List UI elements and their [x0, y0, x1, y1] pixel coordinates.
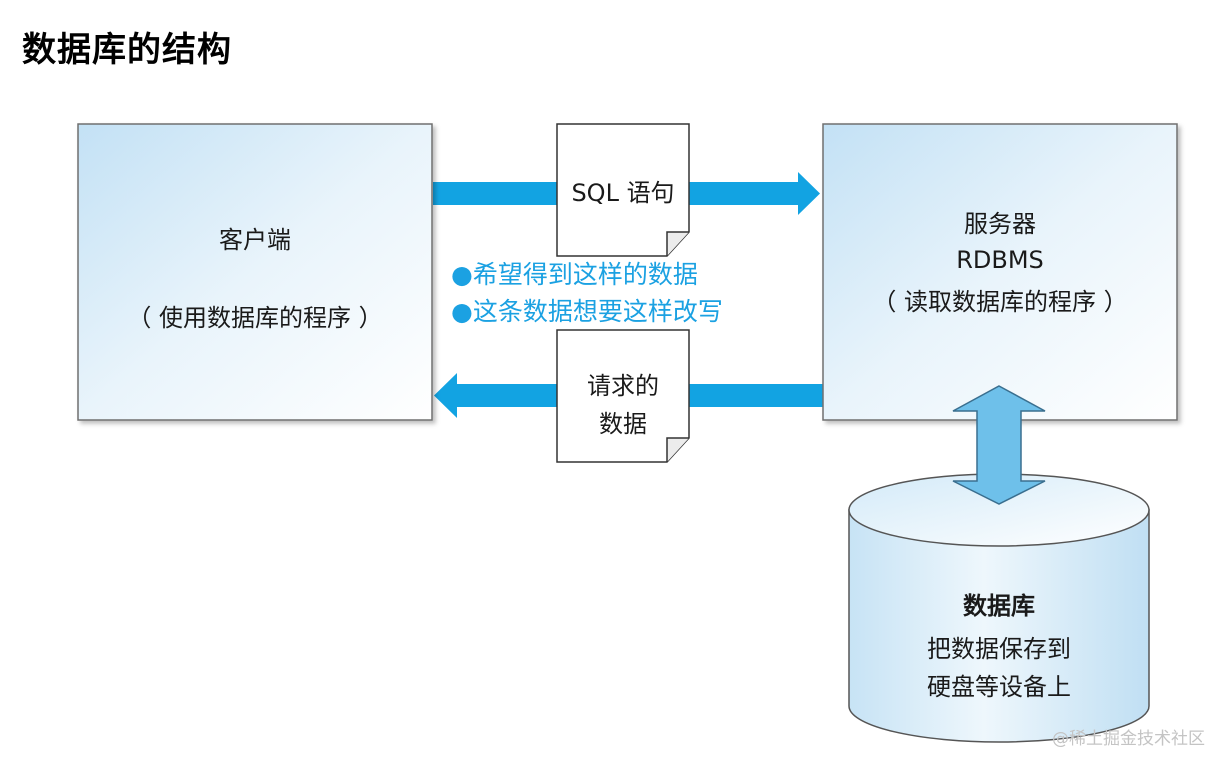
watermark: @稀土掘金技术社区 [1052, 729, 1205, 749]
response-document: 请求的 数据 [556, 329, 690, 463]
sql-document-label: SQL 语句 [571, 179, 674, 207]
response-document-line1: 请求的 [587, 372, 659, 400]
database-line1: 把数据保存到 [927, 635, 1071, 663]
server-sublabel: （ 读取数据库的程序 ） [872, 288, 1127, 316]
server-box: 服务器 RDBMS （ 读取数据库的程序 ） [822, 123, 1178, 421]
server-label: 服务器 [964, 210, 1036, 238]
client-label: 客户端 [219, 226, 291, 254]
sql-document: SQL 语句 [556, 123, 690, 257]
server-database-arrow [952, 385, 1046, 505]
note-item: ●这条数据想要这样改写 [451, 297, 723, 326]
client-box: 客户端 （ 使用数据库的程序 ） [77, 123, 433, 421]
response-document-line2: 数据 [599, 410, 647, 438]
page-title: 数据库的结构 [22, 30, 232, 70]
database-label: 数据库 [963, 592, 1035, 620]
database-line2: 硬盘等设备上 [927, 673, 1071, 701]
client-sublabel: （ 使用数据库的程序 ） [127, 304, 382, 332]
server-rdbms-label: RDBMS [956, 246, 1044, 274]
database-cylinder: 数据库 把数据保存到 硬盘等设备上 [848, 473, 1150, 743]
note-item: ●希望得到这样的数据 [451, 260, 698, 289]
